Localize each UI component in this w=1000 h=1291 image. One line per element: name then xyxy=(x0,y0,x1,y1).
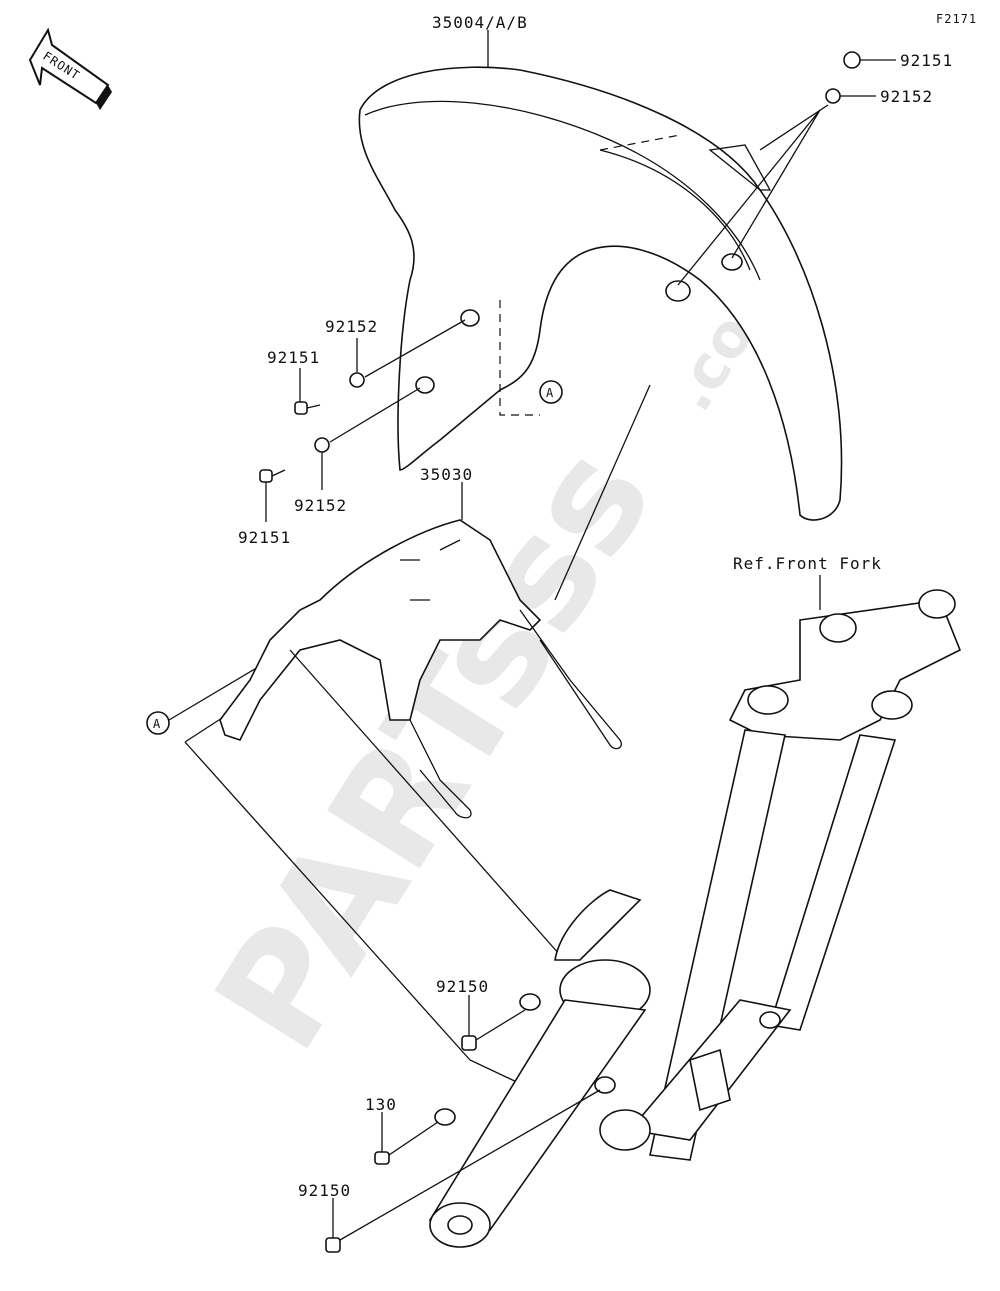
washer-2 xyxy=(314,437,330,453)
washer-1 xyxy=(349,372,365,388)
fork-bolt-2 xyxy=(325,1237,341,1253)
label-92152-left2: 92152 xyxy=(294,496,347,515)
ref-a-2: A xyxy=(153,717,161,731)
label-ref-front-fork: Ref.Front Fork xyxy=(733,554,882,573)
label-35004: 35004/A/B xyxy=(432,13,528,32)
label-92152-top: 92152 xyxy=(880,87,933,106)
top-washer xyxy=(825,88,841,104)
label-92151-left2: 92151 xyxy=(238,528,291,547)
bolt-130 xyxy=(374,1151,390,1165)
bolt-1 xyxy=(294,401,308,415)
ref-a-1: A xyxy=(546,386,554,400)
label-130: 130 xyxy=(365,1095,397,1114)
label-92150-2: 92150 xyxy=(298,1181,351,1200)
label-92150-1: 92150 xyxy=(436,977,489,996)
bolt-2 xyxy=(259,469,273,483)
label-35030: 35030 xyxy=(420,465,473,484)
figure-code: F2171 xyxy=(936,12,977,26)
front-arrow-icon: FRONT xyxy=(28,27,112,110)
top-bolt xyxy=(843,51,861,69)
label-92151-top: 92151 xyxy=(900,51,953,70)
front-fender xyxy=(358,66,843,521)
label-92151-left1: 92151 xyxy=(267,348,320,367)
front-fork xyxy=(428,589,962,1248)
fork-bolt-1 xyxy=(461,1035,477,1051)
fender-bracket xyxy=(219,519,622,819)
label-92152-left1: 92152 xyxy=(325,317,378,336)
